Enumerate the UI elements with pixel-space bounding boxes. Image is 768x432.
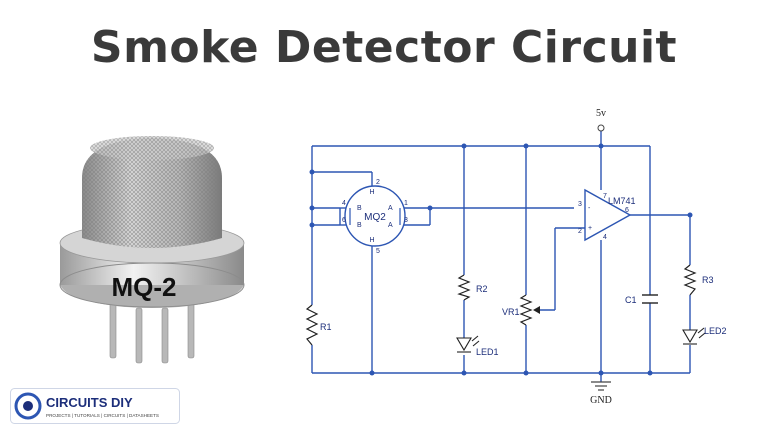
- led2-symbol: [682, 327, 706, 345]
- c1-capacitor: [642, 294, 658, 304]
- logo-tagline: PROJECTS | TUTORIALS | CIRCUITS | DATASH…: [46, 413, 159, 418]
- opamp-pin-3: 3: [578, 201, 582, 208]
- supply-symbol: 5v: [596, 108, 606, 132]
- ground-symbol: [591, 381, 611, 391]
- sensor-label: MQ-2: [112, 272, 177, 302]
- r3-resistor: [683, 264, 697, 296]
- c1-label: C1: [625, 295, 637, 305]
- pin-3: 3: [404, 217, 408, 224]
- logo-brand: CIRCUITS DIY: [46, 395, 133, 410]
- ground-label: GND: [590, 395, 612, 406]
- pin-4: 4: [342, 200, 346, 207]
- r1-label: R1: [320, 322, 332, 332]
- vr1-potentiometer: [519, 294, 533, 326]
- sensor-pins: [109, 302, 195, 364]
- r2-resistor: [457, 274, 471, 301]
- vr1-label: VR1: [502, 307, 520, 317]
- mq2-symbol: [344, 185, 406, 247]
- pin-h2: H: [369, 237, 374, 244]
- logo-mark-icon: [14, 392, 42, 420]
- pin-b1: B: [357, 205, 362, 212]
- pin-5: 5: [376, 248, 380, 255]
- pin-b2: B: [357, 222, 362, 229]
- vr1-wiper: [533, 306, 540, 314]
- pin-2: 2: [376, 179, 380, 186]
- opamp-minus: -: [588, 205, 591, 212]
- led2-label: LED2: [704, 326, 727, 336]
- opamp-pin-4: 4: [603, 234, 607, 241]
- r1-resistor: [305, 304, 319, 346]
- pin-6: 6: [342, 217, 346, 224]
- opamp-pin-2: 2: [578, 228, 582, 235]
- mq2-sensor-image: MQ-2: [59, 136, 245, 364]
- r2-label: R2: [476, 284, 488, 294]
- circuits-diy-logo: CIRCUITS DIY PROJECTS | TUTORIALS | CIRC…: [10, 388, 180, 424]
- pin-1: 1: [404, 200, 408, 207]
- opamp-label: LM741: [608, 196, 636, 206]
- wires: [311, 130, 691, 382]
- led1-label: LED1: [476, 347, 499, 357]
- page-title: Smoke Detector Circuit: [90, 22, 678, 73]
- pin-h1: H: [369, 189, 374, 196]
- pin-a1: A: [388, 205, 393, 212]
- circuit-schematic: 5v GND MQ2 B B A A H H 4 6 1 3 2 5 R1 R2…: [305, 108, 727, 406]
- led1-symbol: [456, 335, 480, 353]
- opamp-plus: +: [588, 225, 592, 232]
- lm741-opamp: [584, 188, 632, 242]
- opamp-pin-7: 7: [603, 193, 607, 200]
- r3-label: R3: [702, 275, 714, 285]
- opamp-pin-6: 6: [625, 207, 629, 214]
- pin-a2: A: [388, 222, 393, 229]
- junctions: [309, 143, 693, 376]
- mq2-label: MQ2: [364, 212, 386, 223]
- supply-label: 5v: [596, 108, 606, 119]
